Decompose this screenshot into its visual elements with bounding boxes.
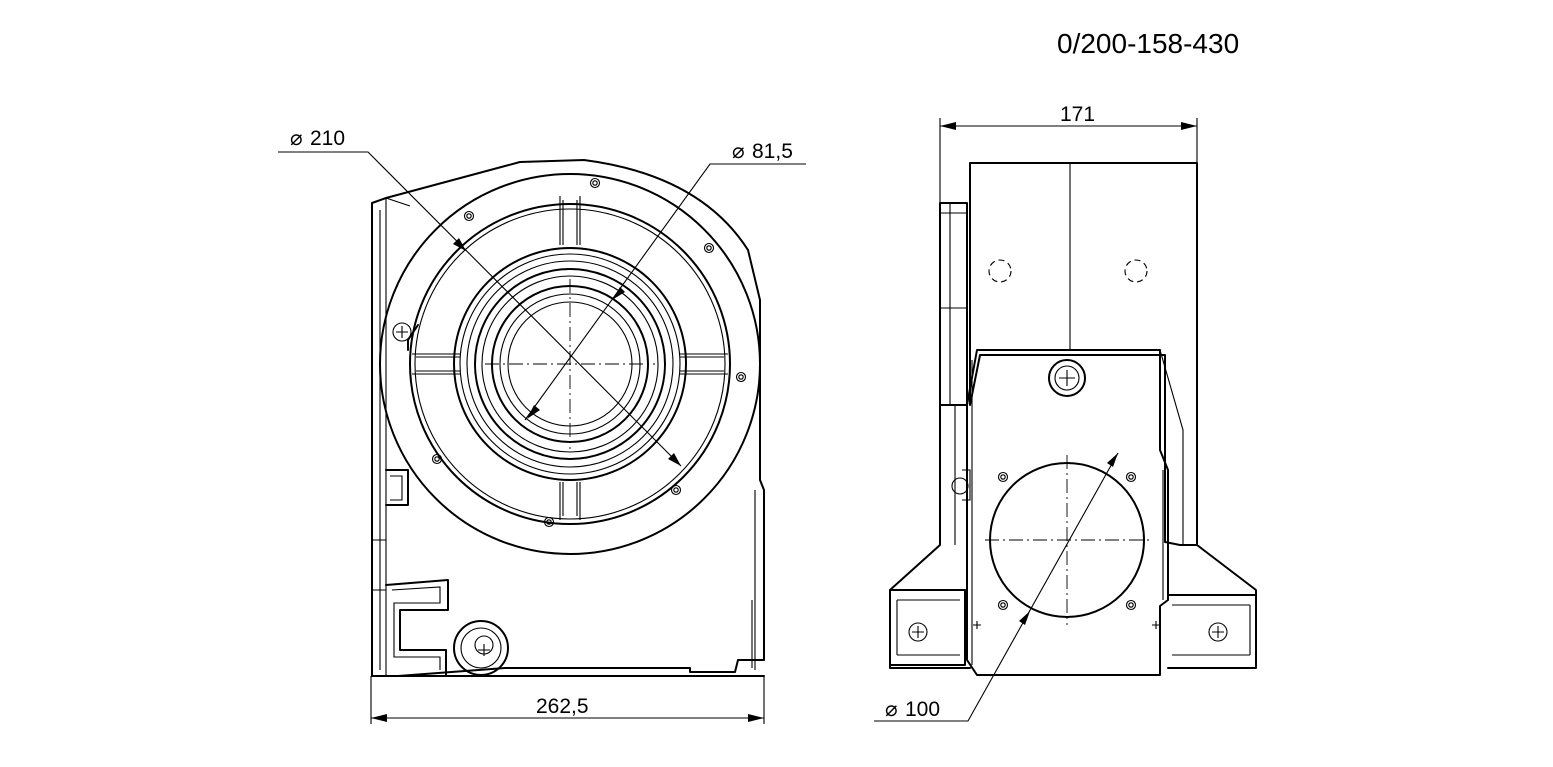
front-view: ⌀ 210 ⌀ 81,5 262,5	[278, 127, 806, 724]
front-housing-outline	[371, 159, 765, 677]
side-upper-body	[969, 162, 1198, 546]
side-view: 171 ⌀ 100	[874, 103, 1257, 722]
dim-base-width: 262,5	[536, 695, 589, 718]
drain-boss	[453, 620, 509, 676]
housing-circle	[379, 173, 761, 555]
dim-flange-diameter: 100	[905, 698, 940, 721]
dim-flange-diameter-symbol: ⌀	[885, 698, 898, 721]
flange-circle	[409, 203, 731, 525]
drawing-code: 0/200-158-430	[1057, 28, 1239, 59]
side-cover	[966, 349, 1169, 676]
dim-housing-diameter-symbol: ⌀	[290, 127, 303, 150]
dim-bore-diameter: 81,5	[752, 140, 793, 163]
front-bolt-holes	[431, 177, 747, 528]
dim-bore-diameter-symbol: ⌀	[732, 140, 745, 163]
dim-housing-diameter: 210	[310, 127, 345, 150]
dim-side-width: 171	[1060, 103, 1095, 126]
